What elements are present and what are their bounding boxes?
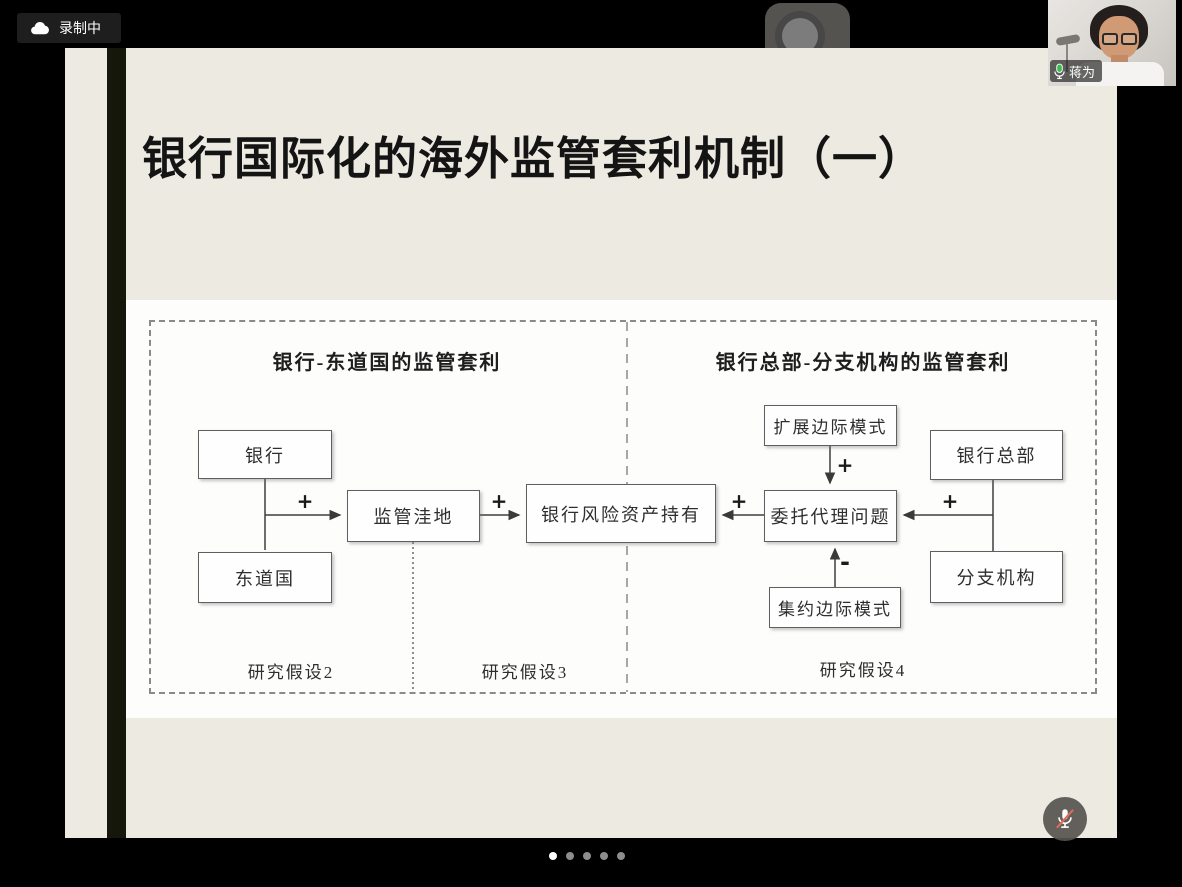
node-headquarters: 银行总部 [930,430,1063,480]
flowchart-container: 银行-东道国的监管套利 银行总部-分支机构的监管套利 银行 东道国 监管洼地 银… [149,320,1097,694]
participant-glasses [1102,33,1137,45]
section-header-bank-host: 银行-东道国的监管套利 [272,352,502,374]
participant-face [1099,16,1139,59]
participant-name: 蒋为 [1069,64,1096,80]
node-principal-agent: 委托代理问题 [764,490,897,542]
pagination-dot[interactable] [583,852,591,860]
edge-sign-lowland-to-risk: + [490,489,508,513]
desk-mic-icon [1055,33,1081,47]
desk-mic-stand [1066,44,1068,72]
cloud-recording-icon [31,21,49,35]
edge-sign-agency-to-risk: + [730,489,748,513]
pagination-dot[interactable] [549,852,557,860]
edge-sign-bank-to-lowland: + [296,489,314,513]
node-intensive-margin: 集约边际模式 [769,587,901,628]
slide-gap-divider [107,48,126,838]
edge-sign-hq-to-agency: + [941,489,959,513]
hypothesis-4-label: 研究假设4 [819,661,907,680]
node-extensive-margin: 扩展边际模式 [764,405,897,446]
shared-slide: 银行国际化的海外监管套利机制（一） [126,48,1117,838]
adjacent-slide-edge [65,48,107,838]
participant-name-badge: 蒋为 [1050,60,1103,82]
pagination-dots [549,852,625,860]
section-header-hq-branch: 银行总部-分支机构的监管套利 [715,352,1011,374]
mute-button[interactable] [1043,797,1087,841]
recording-label: 录制中 [59,20,101,36]
edge-sign-extensive-to-agency: + [836,453,854,477]
node-regulatory-lowland: 监管洼地 [347,490,480,542]
participant-neck [1111,55,1128,65]
pagination-dot[interactable] [600,852,608,860]
webcam-tile[interactable]: 蒋为 [1048,0,1176,86]
node-branch: 分支机构 [930,551,1063,603]
hypothesis-2-label: 研究假设2 [247,663,335,682]
node-risk-asset-holding: 银行风险资产持有 [526,484,716,543]
muted-mic-icon [1056,809,1074,829]
node-bank: 银行 [198,430,332,479]
node-host-country: 东道国 [198,552,332,603]
pagination-dot[interactable] [566,852,574,860]
recording-indicator[interactable]: 录制中 [17,13,121,43]
slide-title: 银行国际化的海外监管套利机制（一） [142,133,925,184]
mic-active-icon [1054,63,1065,79]
hypothesis-3-label: 研究假设3 [481,663,569,682]
pagination-dot[interactable] [617,852,625,860]
edge-sign-intensive-to-agency: - [840,548,850,576]
